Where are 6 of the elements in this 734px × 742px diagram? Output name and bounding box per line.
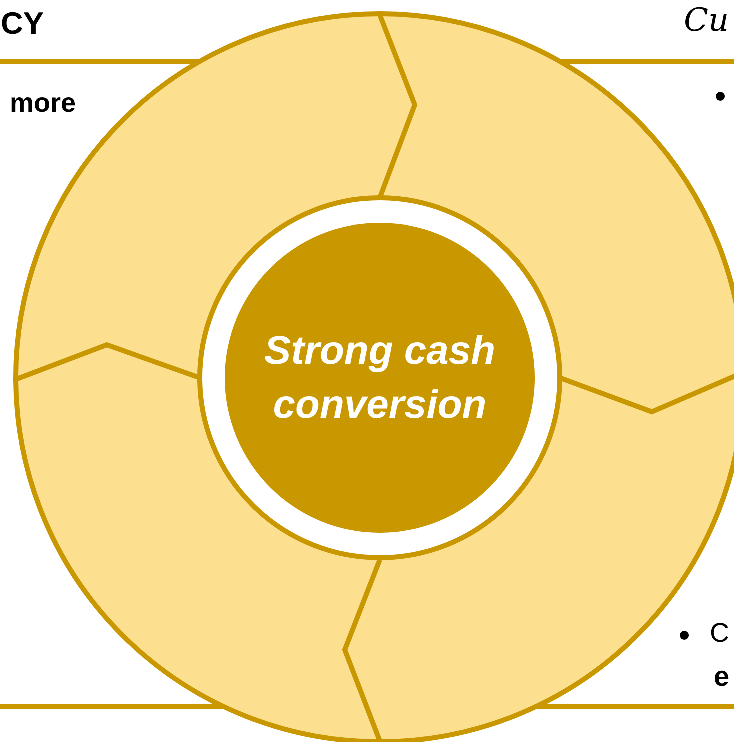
hub-title: Strong cash conversion (263, 328, 497, 429)
fragment-text: CY (1, 8, 44, 39)
fragment-text: C (710, 620, 730, 647)
fragment-text: e (714, 663, 730, 691)
fragment-text: Cu (684, 4, 730, 36)
fragment-text: more (10, 90, 76, 117)
